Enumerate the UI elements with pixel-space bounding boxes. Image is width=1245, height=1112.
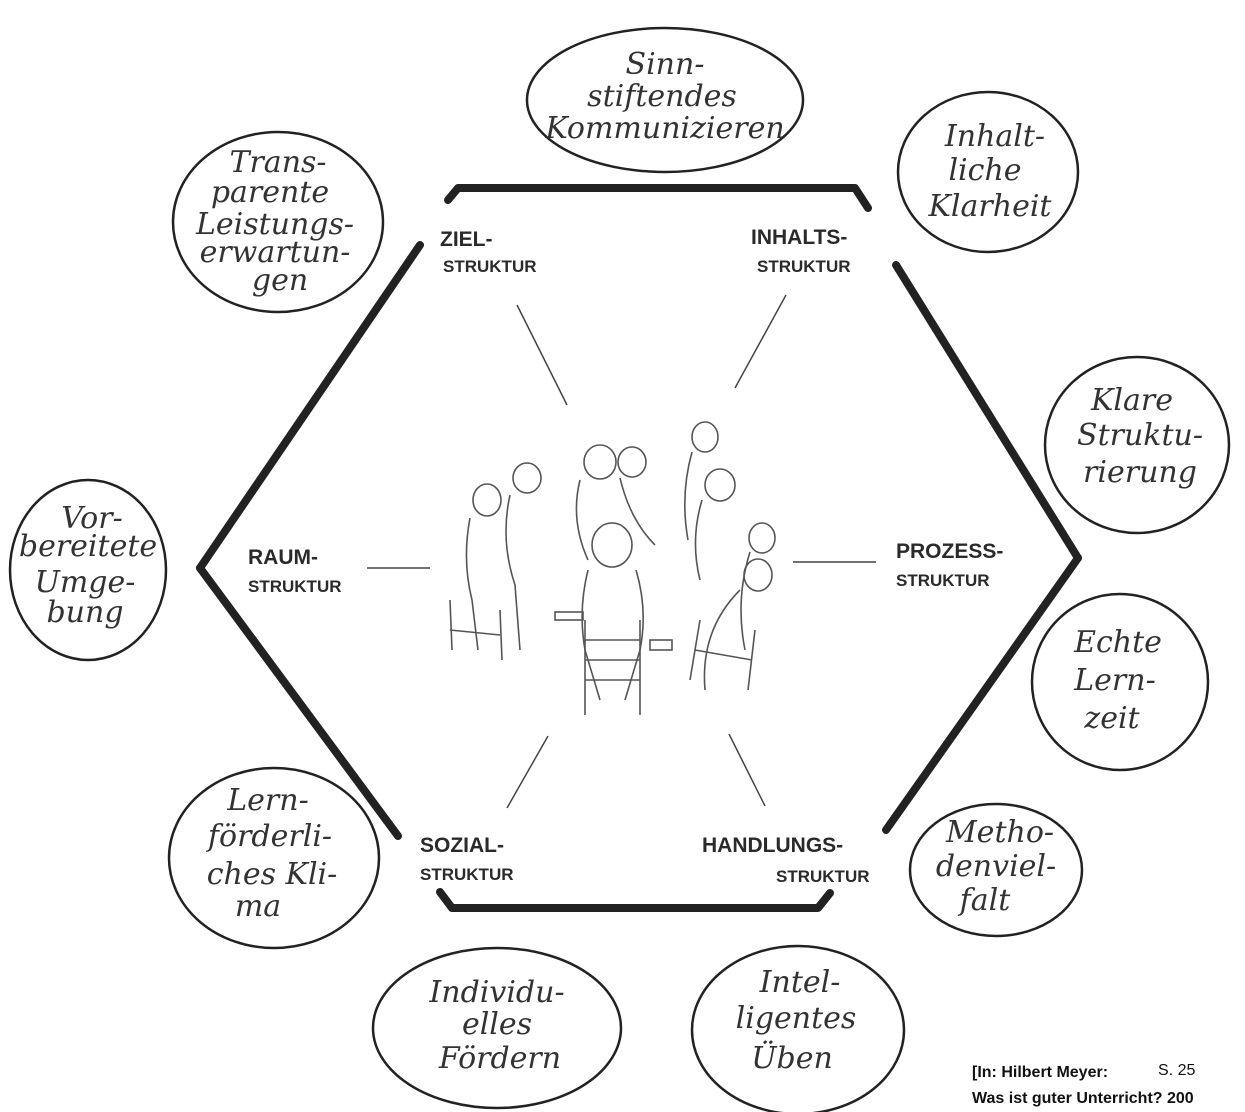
floor-papers [554,611,584,621]
bubble-line: gen [252,263,308,298]
hexagon-top-edge [444,184,872,212]
hexagon-upper-right-edge [892,261,1082,562]
bubble-vorbereitete-umgebung: Vor- bereitete Umge- bung [8,478,168,662]
bubble-outline [1043,355,1231,535]
node-ziel-sub: STRUKTUR [443,257,537,276]
bubble-line: liche [948,153,1021,188]
node-prozess-sub: STRUKTUR [896,571,990,590]
person-head [617,446,647,478]
bubble-line: Fördern [438,1041,561,1076]
node-sozial-main: SOZIAL- [420,834,504,857]
floor-papers [649,639,673,651]
chair [689,619,756,691]
bubble-line: rierung [1083,455,1197,490]
bubble-line: Intel- [759,965,841,1000]
bubble-outline [171,130,385,314]
hexagon-lower-right-edge [882,554,1082,834]
chair [584,620,641,715]
spokes [367,294,876,809]
bubble-line: Vor- [61,501,122,536]
bubble-methodenvielfalt: Metho- denviel- falt [908,802,1084,938]
node-handlungs-main: HANDLUNGS- [702,834,843,857]
person-head [583,444,617,480]
citation-line1: [In: Hilbert Meyer: [972,1064,1108,1081]
bubble-line: zeit [1083,701,1140,736]
node-inhalts-sub: STRUKTUR [757,257,851,276]
citation: [In: Hilbert Meyer: S. 25 Was ist guter … [972,1062,1195,1107]
person-head [743,558,773,592]
bubble-line: ligentes [736,1001,857,1036]
node-raum-main: RAUM- [248,546,318,569]
spoke-handlungs [728,733,766,807]
bubble-outline [1030,592,1210,772]
citation-page: S. 25 [1158,1062,1195,1079]
bubble-echte-lernzeit: Echte Lern- zeit [1030,592,1210,772]
spoke-sozial [506,735,549,809]
chair [449,599,503,661]
spoke-inhalts [734,294,787,389]
bubble-line: Kommunizieren [544,111,784,146]
bubble-outline [525,26,805,174]
bubble-outline [896,90,1080,254]
bubble-lernfoerderliches-klima: Lern- förderli- ches Kli- ma [167,766,381,950]
node-sozial-sub: STRUKTUR [420,865,514,884]
bubble-sinnstiftendes-kommunizieren: Sinn- stiftendes Kommunizieren [525,26,805,174]
bubble-line: Sinn- [626,47,705,82]
bubble-line: Individu- [428,975,564,1010]
bubble-line: falt [958,883,1012,918]
person-head [691,421,719,453]
hexagon-frame [196,184,1082,912]
bubble-line: Klare [1090,383,1173,418]
bubble-line: stiftendes [587,79,737,114]
bubble-individuelles-foerdern: Individu- elles Fördern [371,946,623,1110]
citation-line2: Was ist guter Unterricht? 200 [972,1090,1194,1107]
bubble-outline [908,802,1084,938]
bubble-line: denviel- [936,849,1056,884]
bubble-line: bereitete [19,529,157,564]
bubble-line: Inhalt- [944,119,1045,154]
node-prozess-main: PROZESS- [896,540,1003,563]
person-head [704,468,736,502]
bubble-line: förderli- [206,819,332,854]
node-inhalts-main: INHALTS- [751,226,847,249]
hexagon-bottom-edge [436,888,834,912]
bubble-line: Echte [1073,625,1162,660]
node-raum-sub: STRUKTUR [248,577,342,596]
bubble-line: ches Kli- [207,857,338,892]
bubble-outline [167,766,381,950]
bubble-line: Trans- [229,145,326,180]
person-head [591,522,633,568]
node-handlungs-sub: STRUKTUR [776,867,870,886]
bubble-inhaltliche-klarheit: Inhalt- liche Klarheit [896,90,1080,254]
person-head [748,522,776,554]
people-circle-illustration [449,421,776,715]
person-head [512,462,542,494]
bubble-line: Üben [751,1040,833,1076]
bubble-line: Klarheit [928,189,1053,224]
bubble-line: Struktu- [1077,418,1203,453]
bubble-line: Leistungs- [195,207,354,242]
bubble-transparente-leistungserwartungen: Trans- parente Leistungs- erwartun- gen [171,130,385,314]
bubble-intelligentes-ueben: Intel- ligentes Üben [690,944,906,1112]
bubble-line: Lern- [1073,663,1155,698]
bubble-line: bung [46,595,123,630]
bubble-line: elles [462,1007,532,1042]
hexagon-upper-left-edge [196,241,424,572]
bubble-line: erwartun- [200,235,351,270]
person-head [472,483,502,517]
node-ziel-main: ZIEL- [440,228,493,251]
bubble-klare-strukturierung: Klare Struktu- rierung [1043,355,1231,535]
bubble-line: Metho- [945,815,1054,850]
bubble-outline [8,478,168,662]
hexagon-lower-left-edge [196,564,402,840]
bubble-line: ma [235,889,281,924]
bubble-outline [690,944,906,1112]
bubble-line: parente [211,175,329,210]
bubble-line: Umge- [35,565,136,600]
bubble-outline [371,946,623,1110]
bubble-line: Lern- [226,783,308,818]
spoke-ziel [516,304,568,406]
